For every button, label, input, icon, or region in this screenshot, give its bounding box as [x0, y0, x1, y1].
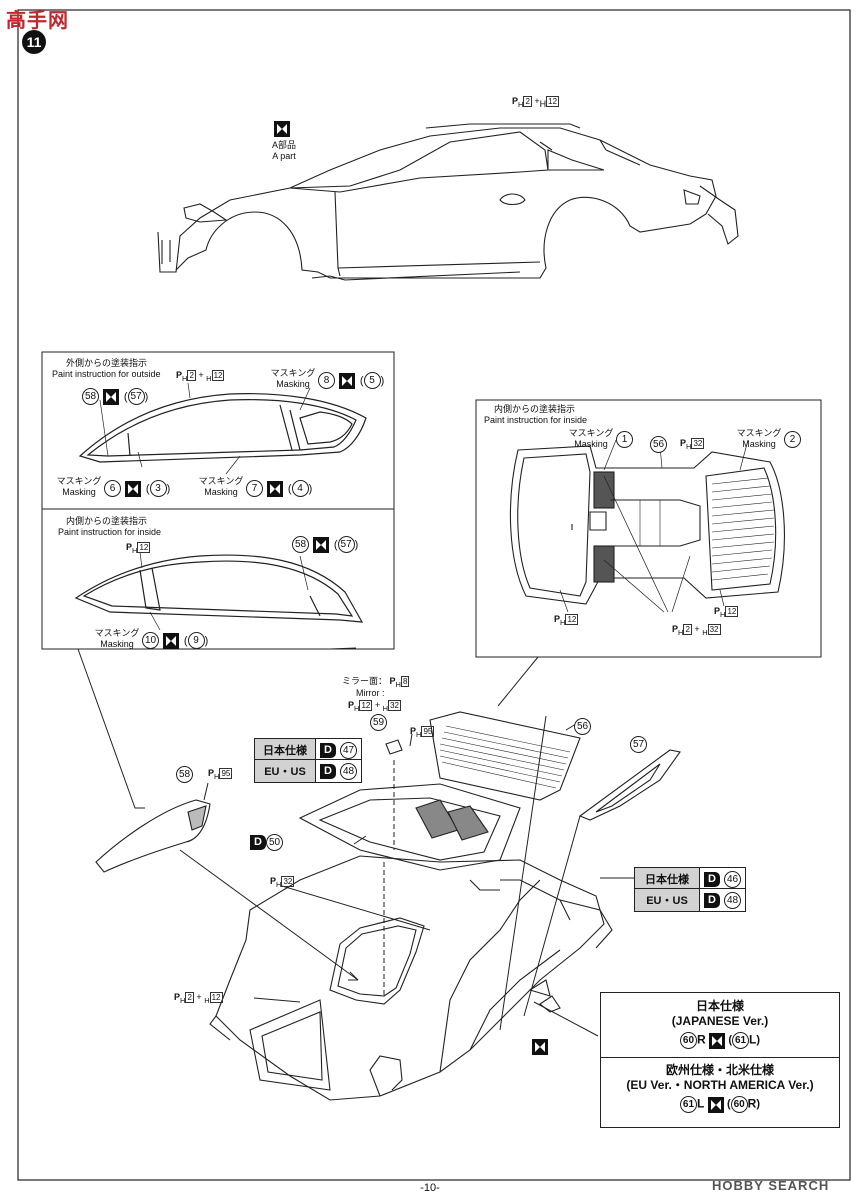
- inside-small-masking-parts: 10 (9): [142, 632, 208, 650]
- outside-masking-mid-parts: 7 (4): [246, 480, 312, 498]
- inside-large-title-jp: 内側からの塗装指示: [494, 404, 576, 414]
- roof-inside-diagram: [509, 439, 785, 613]
- inside-small-part-58-57: 58 (57): [292, 536, 358, 554]
- part-57: 57: [630, 736, 647, 754]
- callout-lines: [77, 647, 539, 809]
- step-number-badge: 11: [22, 30, 46, 54]
- outside-masking-top-parts: 8 (5): [318, 372, 384, 390]
- page-number: -10-: [420, 1182, 440, 1194]
- outside-title-en: Paint instruction for outside: [52, 369, 161, 379]
- large-panel-frame: [475, 399, 822, 658]
- part-58: 58: [176, 766, 193, 784]
- mirror-label-en: Mirror :: [356, 688, 385, 698]
- part-59: 59: [370, 714, 387, 732]
- jp-version-title: 日本仕様: [695, 999, 744, 1013]
- eu-version-sub: (EU Ver.・NORTH AMERICA Ver.): [626, 1078, 814, 1092]
- eu-version-title: 欧州仕様・北米仕様: [665, 1063, 774, 1077]
- outside-masking-left-parts: 6 (3): [104, 480, 170, 498]
- inside-large-part-56: 56: [650, 436, 667, 454]
- a-part-label-jp: A部品: [271, 140, 296, 150]
- part-56: 56: [574, 718, 591, 736]
- car-side-view: [157, 123, 739, 281]
- outside-title-jp: 外側からの塗装指示: [66, 358, 148, 368]
- small-panels-frame: [41, 351, 395, 650]
- inside-window-diagram: [74, 551, 364, 631]
- a-part-label-en: A part: [272, 151, 296, 161]
- cement-icon: [532, 1038, 548, 1056]
- assembly-arrows: [179, 715, 634, 1037]
- inside-small-title-en: Paint instruction for inside: [58, 527, 162, 537]
- inside-large-title-en: Paint instruction for inside: [484, 415, 588, 425]
- inside-small-title-jp: 内側からの塗装指示: [66, 516, 148, 526]
- cement-icon: [274, 120, 290, 138]
- inside-large-masking-right-part: 2: [784, 431, 801, 449]
- inside-large-masking-left-part: 1: [616, 431, 633, 449]
- brand-watermark: HOBBY SEARCH: [712, 1178, 830, 1193]
- outside-part-58-57: 58 (57): [82, 388, 148, 406]
- outside-window-diagram: [78, 382, 367, 475]
- watermark-logo: 高手网: [6, 10, 69, 32]
- jp-version-sub: (JAPANESE Ver.): [671, 1014, 769, 1028]
